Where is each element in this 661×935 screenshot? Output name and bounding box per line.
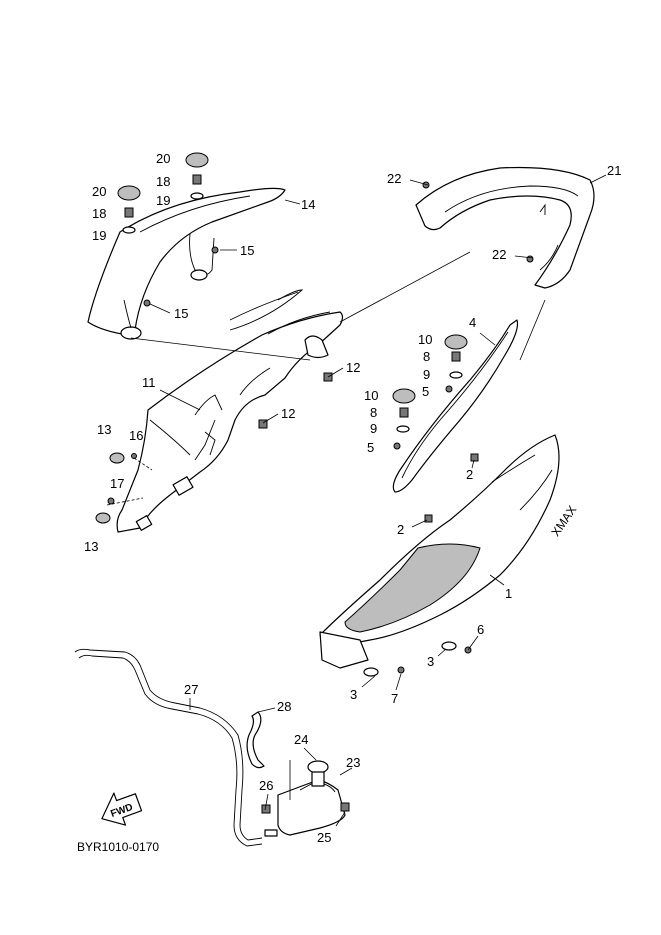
callout-5a: 5 xyxy=(422,384,429,399)
callout-14: 14 xyxy=(301,197,315,212)
callout-13a: 13 xyxy=(97,422,111,437)
callout-20b: 20 xyxy=(92,184,106,199)
callout-12a: 12 xyxy=(346,360,360,375)
callout-labels: 1 2 2 3 3 4 5 5 6 7 8 8 9 9 10 10 11 12 … xyxy=(84,151,621,845)
callout-19a: 19 xyxy=(156,193,170,208)
part-14-top-cover xyxy=(87,187,286,340)
fasteners xyxy=(95,152,534,677)
callout-22b: 22 xyxy=(492,247,506,262)
part-21-rear-cover xyxy=(415,166,595,289)
callout-2b: 2 xyxy=(397,522,404,537)
callout-21: 21 xyxy=(607,163,621,178)
fwd-arrow: FWD xyxy=(101,792,143,826)
callout-22a: 22 xyxy=(387,171,401,186)
callout-17: 17 xyxy=(110,476,124,491)
callout-13b: 13 xyxy=(84,539,98,554)
callout-24: 24 xyxy=(294,732,308,747)
callout-3a: 3 xyxy=(427,654,434,669)
callout-3b: 3 xyxy=(350,687,357,702)
callout-12b: 12 xyxy=(281,406,295,421)
callout-27: 27 xyxy=(184,682,198,697)
diagram-code: BYR1010-0170 xyxy=(77,840,159,854)
callout-2a: 2 xyxy=(466,467,473,482)
callout-8a: 8 xyxy=(423,349,430,364)
leader-lines xyxy=(106,174,607,827)
callout-7: 7 xyxy=(391,691,398,706)
callout-20a: 20 xyxy=(156,151,170,166)
callout-10a: 10 xyxy=(418,332,432,347)
callout-16: 16 xyxy=(129,428,143,443)
callout-15a: 15 xyxy=(240,243,254,258)
svg-text:XMAX: XMAX xyxy=(548,503,579,539)
callout-11: 11 xyxy=(142,375,156,390)
callout-9a: 9 xyxy=(423,367,430,382)
callout-19b: 19 xyxy=(92,228,106,243)
callout-26: 26 xyxy=(259,778,273,793)
callout-23: 23 xyxy=(346,755,360,770)
callout-8b: 8 xyxy=(370,405,377,420)
callout-6: 6 xyxy=(477,622,484,637)
callout-18a: 18 xyxy=(156,174,170,189)
callout-15b: 15 xyxy=(174,306,188,321)
callout-5b: 5 xyxy=(367,440,374,455)
part-1-side-panel: XMAX xyxy=(319,434,579,669)
part-4-side-strip xyxy=(392,319,519,493)
callout-18b: 18 xyxy=(92,206,106,221)
callout-4: 4 xyxy=(469,315,476,330)
callout-1: 1 xyxy=(505,586,512,601)
callout-28: 28 xyxy=(277,699,291,714)
callout-10b: 10 xyxy=(364,388,378,403)
callout-9b: 9 xyxy=(370,421,377,436)
reservoir-assembly xyxy=(74,648,350,847)
part-11-side-cover-left xyxy=(116,289,344,533)
callout-25: 25 xyxy=(317,830,331,845)
